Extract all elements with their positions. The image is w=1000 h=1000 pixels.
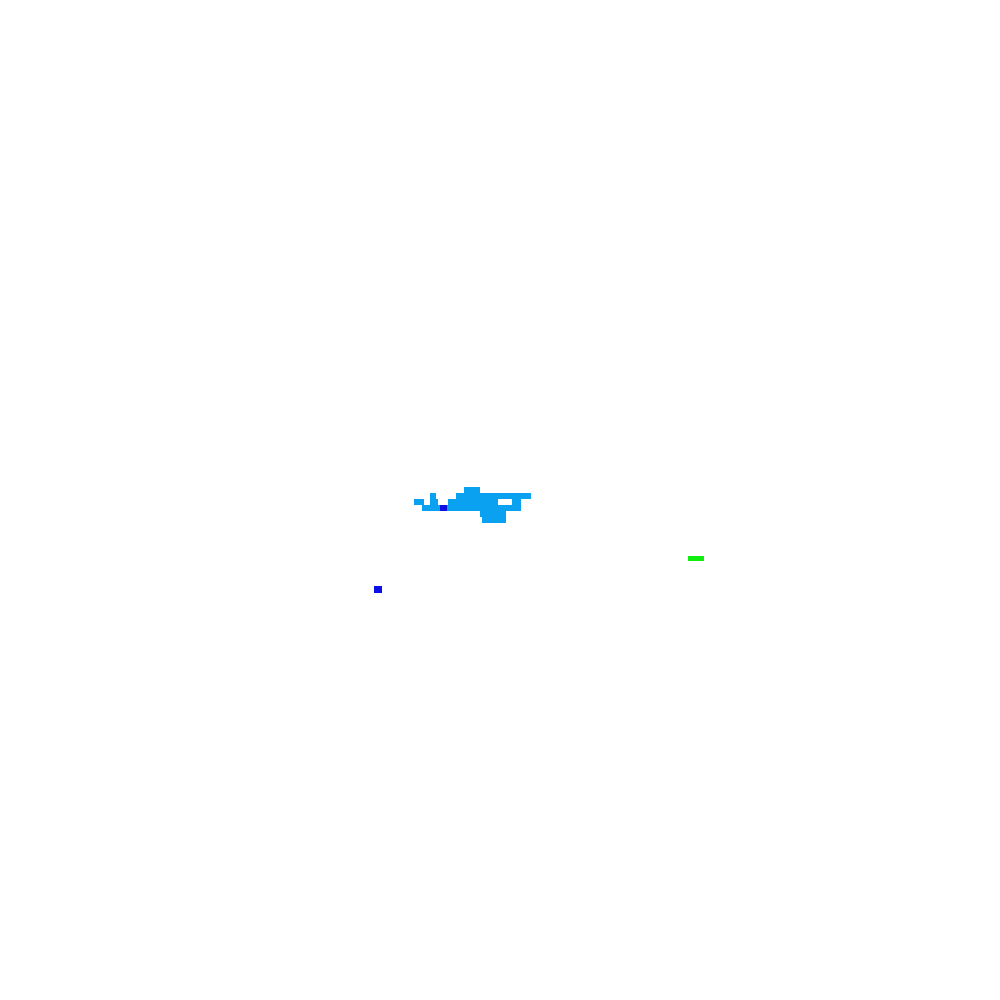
pixel-cloud-core — [440, 505, 447, 511]
blue-marker — [374, 586, 382, 593]
green-marker — [688, 556, 704, 561]
pixel-cloud — [414, 487, 531, 523]
